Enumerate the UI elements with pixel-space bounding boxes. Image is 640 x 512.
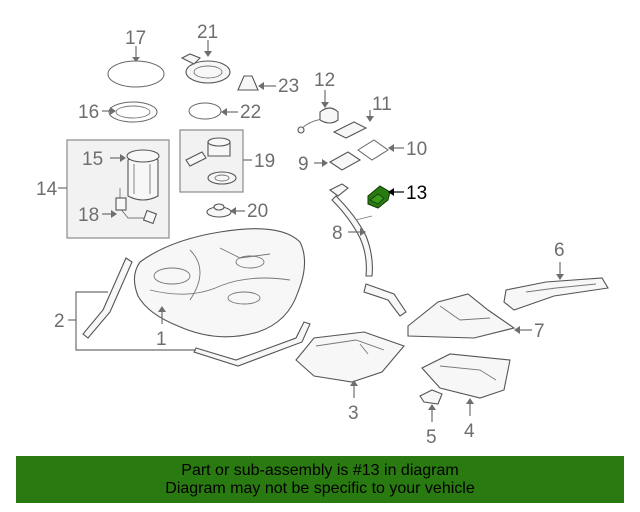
part-5-clip[interactable] bbox=[419, 389, 443, 405]
callout-11: 11 bbox=[372, 94, 392, 115]
part-8-filler-pipe[interactable] bbox=[328, 183, 407, 317]
callout-21: 21 bbox=[197, 22, 218, 43]
callout-18: 18 bbox=[78, 205, 99, 226]
part-12-valve[interactable] bbox=[297, 107, 339, 134]
callout-6: 6 bbox=[554, 240, 565, 261]
banner-line-1: Part or sub-assembly is #13 in diagram bbox=[181, 461, 459, 479]
callout-14: 14 bbox=[36, 179, 58, 200]
part-10-pad[interactable] bbox=[357, 139, 389, 161]
callout-13: 13 bbox=[406, 183, 427, 204]
part-18-sender[interactable] bbox=[115, 188, 158, 225]
callout-15: 15 bbox=[82, 149, 103, 170]
part-11-bracket[interactable] bbox=[332, 121, 368, 139]
callout-23: 23 bbox=[278, 76, 299, 97]
part-21-flange[interactable] bbox=[180, 53, 231, 84]
callout-3: 3 bbox=[348, 403, 359, 424]
part-7-shield[interactable] bbox=[407, 293, 516, 339]
callout-20: 20 bbox=[247, 201, 268, 222]
part-2-straps[interactable] bbox=[82, 257, 311, 367]
part-9-bracket[interactable] bbox=[328, 151, 362, 171]
callout-19: 19 bbox=[254, 151, 275, 172]
part-17-ring[interactable] bbox=[107, 60, 165, 88]
callout-12: 12 bbox=[314, 70, 335, 91]
info-banner: Part or sub-assembly is #13 in diagram D… bbox=[16, 456, 624, 503]
part-20-cap[interactable] bbox=[206, 203, 232, 218]
callout-1: 1 bbox=[156, 329, 167, 350]
part-22-oring[interactable] bbox=[188, 102, 222, 120]
parts-diagram: 17 21 23 16 22 15 18 14 bbox=[36, 22, 609, 448]
part-19-filter[interactable] bbox=[185, 137, 237, 185]
callout-8: 8 bbox=[332, 223, 343, 244]
callout-16: 16 bbox=[78, 102, 99, 123]
part-13-highlighted[interactable] bbox=[367, 185, 391, 209]
callout-2: 2 bbox=[54, 311, 65, 332]
callout-4: 4 bbox=[464, 421, 475, 442]
part-1-fuel-tank[interactable] bbox=[133, 228, 306, 338]
part-16-gasket[interactable] bbox=[108, 101, 158, 123]
callout-5: 5 bbox=[426, 427, 437, 448]
callout-22: 22 bbox=[240, 102, 261, 123]
banner-line-2: Diagram may not be specific to your vehi… bbox=[165, 479, 475, 497]
part-6-insulator[interactable] bbox=[503, 277, 609, 311]
callout-10: 10 bbox=[406, 139, 427, 160]
part-4-shield[interactable] bbox=[421, 353, 511, 399]
callout-7: 7 bbox=[534, 321, 545, 342]
callout-17: 17 bbox=[125, 28, 146, 49]
part-23-grommet[interactable] bbox=[237, 75, 259, 91]
callout-9: 9 bbox=[298, 154, 309, 175]
part-3-shield[interactable] bbox=[295, 331, 405, 383]
part-15-pump-module[interactable] bbox=[126, 149, 160, 201]
